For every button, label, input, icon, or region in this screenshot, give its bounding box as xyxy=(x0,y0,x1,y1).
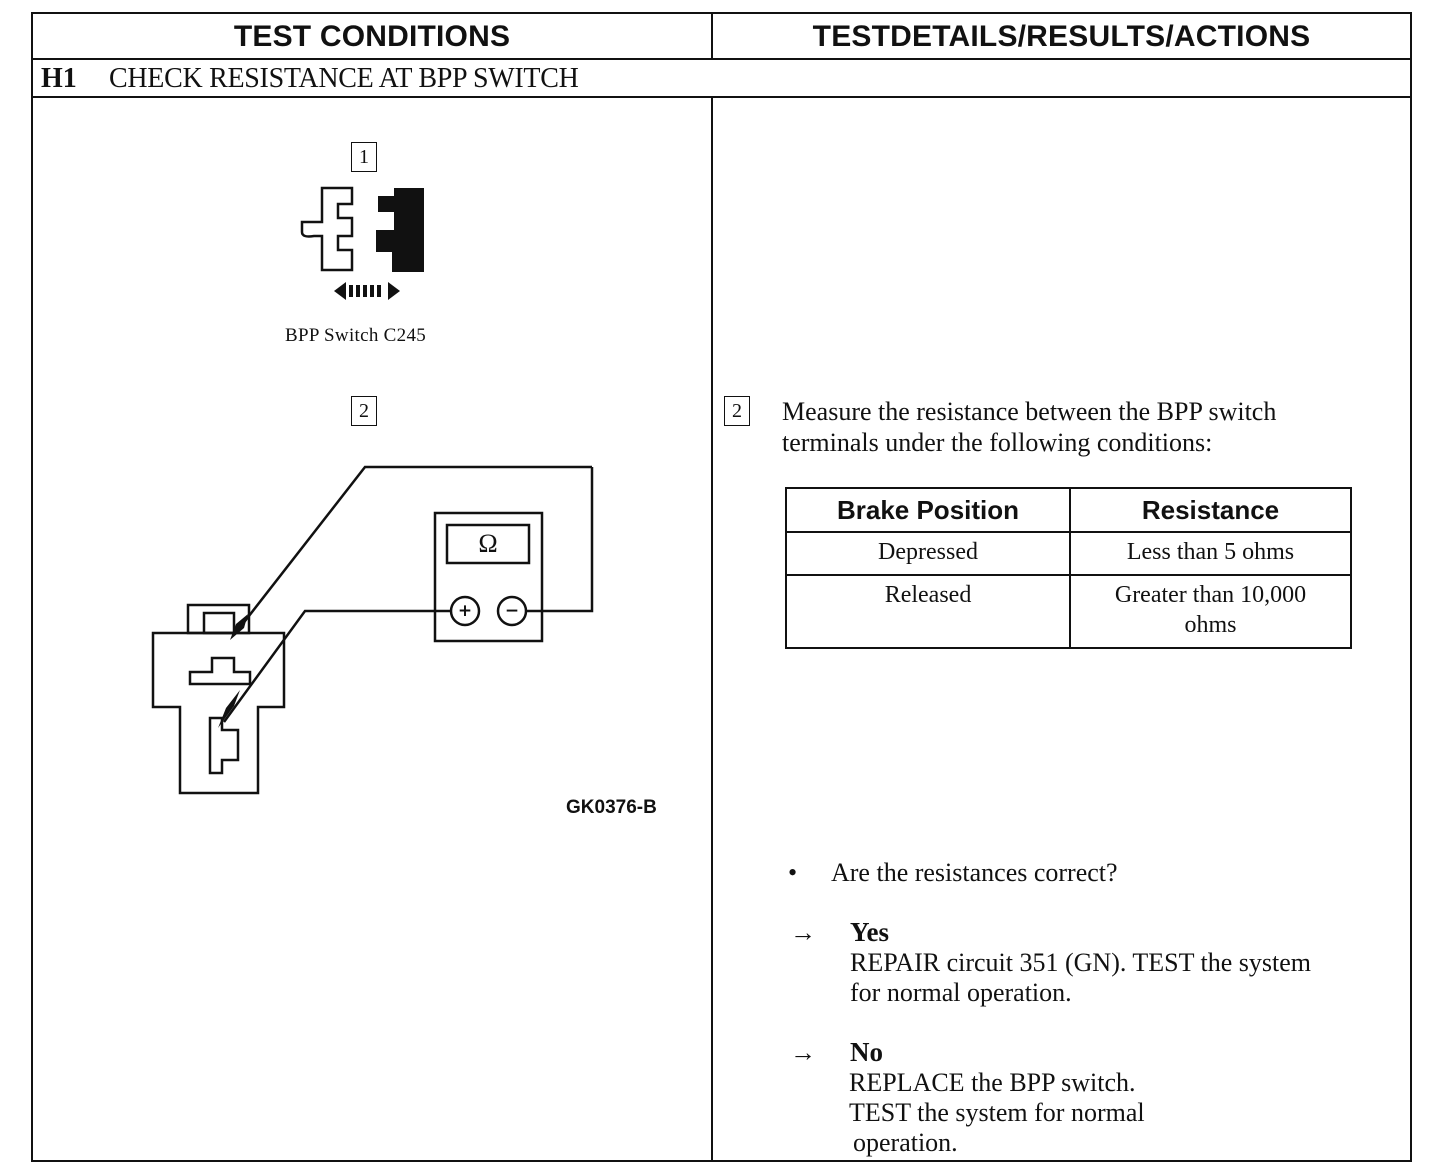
minus-terminal: − xyxy=(504,601,520,621)
probe-leads xyxy=(222,465,594,723)
test-conditions-header: TEST CONDITIONS xyxy=(33,14,713,58)
table-cell: Depressed xyxy=(785,531,1071,576)
step-id: H1 xyxy=(41,63,77,94)
question-text: Are the resistances correct? xyxy=(831,858,1118,887)
instruction-text: Measure the resistance between the BPP s… xyxy=(782,396,1382,458)
diagnostic-table: TEST CONDITIONS TESTDETAILS/RESULTS/ACTI… xyxy=(31,12,1412,1162)
step-title: CHECK RESISTANCE AT BPP SWITCH xyxy=(109,63,579,94)
table-row: Released Greater than 10,000 ohms xyxy=(785,574,1352,649)
bullet: • xyxy=(788,858,798,887)
no-label: No xyxy=(850,1037,883,1067)
yes-line-1: REPAIR circuit 351 (GN). TEST the system xyxy=(850,948,1312,977)
ohmmeter-icon xyxy=(433,511,544,643)
step-row: H1 CHECK RESISTANCE AT BPP SWITCH xyxy=(33,60,1410,96)
arrow-right-icon: → xyxy=(790,918,816,947)
probe-tips xyxy=(218,614,248,728)
instruction-line-2: terminals under the following conditions… xyxy=(782,428,1213,457)
table-cell: Less than 5 ohms xyxy=(1069,531,1352,576)
disconnect-arrow-icon xyxy=(334,282,400,300)
ref-box-1: 1 xyxy=(351,142,377,172)
yes-line-2: for normal operation. xyxy=(850,978,1072,1007)
divider xyxy=(33,96,1410,98)
yes-action: REPAIR circuit 351 (GN). TEST the system… xyxy=(850,948,1311,1008)
arrow-right-icon: → xyxy=(790,1038,816,1067)
yes-label: Yes xyxy=(850,917,889,947)
no-line-2: TEST the system for normal xyxy=(849,1098,1145,1127)
figure-caption: BPP Switch C245 xyxy=(285,325,427,346)
ref-box-2: 2 xyxy=(351,396,377,426)
table-cell: Greater than 10,000 ohms xyxy=(1069,574,1352,649)
plus-terminal: + xyxy=(457,601,473,621)
resistance-table: Brake Position Resistance Depressed Less… xyxy=(785,487,1352,649)
connector-icon xyxy=(300,186,424,272)
details-ref-box: 2 xyxy=(724,396,750,426)
no-action: REPLACE the BPP switch. TEST the system … xyxy=(849,1068,1145,1158)
divider xyxy=(33,58,1410,60)
ohm-symbol: Ω xyxy=(478,529,498,558)
table-header-row: Brake Position Resistance xyxy=(785,487,1352,533)
column-header: Resistance xyxy=(1069,487,1352,533)
test-details-header: TESTDETAILS/RESULTS/ACTIONS xyxy=(812,20,1311,53)
no-line-1: REPLACE the BPP switch. xyxy=(849,1068,1136,1097)
figure-code: GK0376-B xyxy=(566,797,657,818)
column-header: Brake Position xyxy=(785,487,1071,533)
column-divider xyxy=(711,98,713,1160)
instruction-line-1: Measure the resistance between the BPP s… xyxy=(782,397,1277,426)
no-line-3: operation. xyxy=(853,1128,958,1157)
table-row: Depressed Less than 5 ohms xyxy=(785,531,1352,576)
table-cell: Released xyxy=(785,574,1071,649)
